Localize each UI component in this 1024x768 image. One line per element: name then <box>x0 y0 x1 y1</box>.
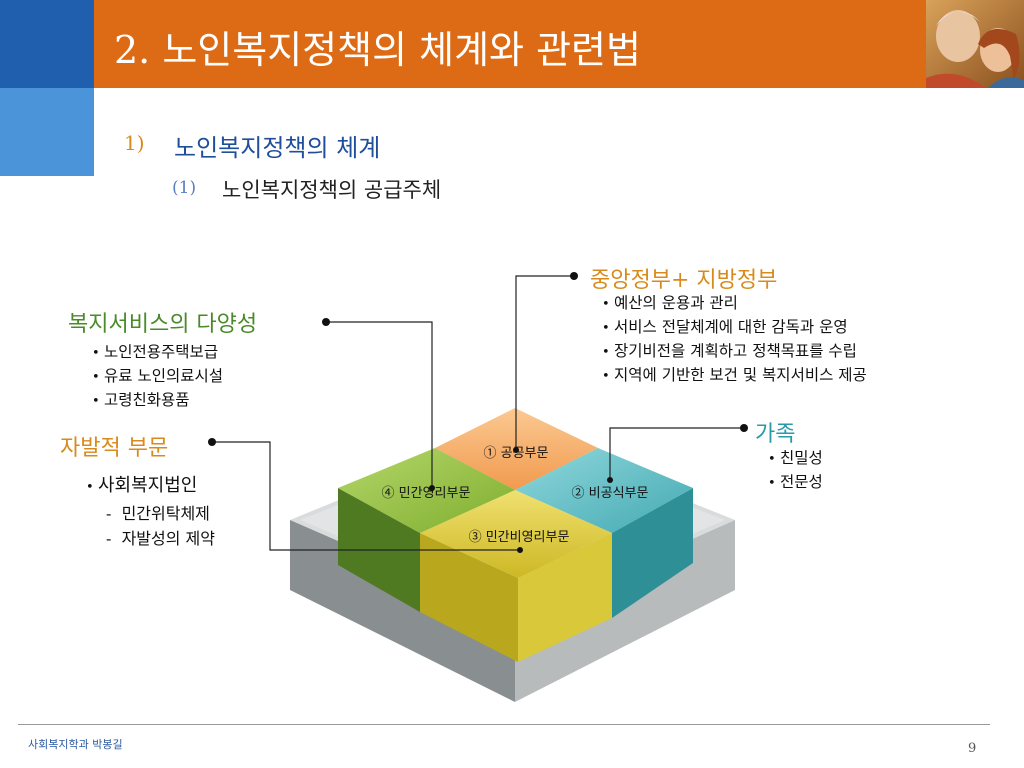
header-accent-light <box>0 88 94 176</box>
list-item: •사회복지법인 <box>86 475 198 496</box>
page-number: 9 <box>968 741 977 756</box>
list-item: •서비스 전달체계에 대한 감독과 운영 <box>602 318 848 336</box>
segment-label-forprofit: ④ 민간영리부문 <box>382 486 471 501</box>
heading2-text: 노인복지정책의 공급주체 <box>222 178 442 202</box>
list-item: •친밀성 <box>768 449 823 467</box>
elderly-couple-photo <box>926 0 1024 88</box>
diagram-segment-informal <box>515 448 693 533</box>
segment-label-nonprofit: ③ 민간비영리부문 <box>469 530 570 545</box>
footer-divider <box>18 724 990 725</box>
government-list: •예산의 운용과 관리 •서비스 전달체계에 대한 감독과 운영 •장기비전을 … <box>602 292 867 388</box>
voluntary-sector-label: 자발적 부문 <box>60 436 169 461</box>
slide-title: 2. 노인복지정책의 체계와 관련법 <box>114 28 641 72</box>
heading1-text: 노인복지정책의 체계 <box>174 134 381 162</box>
family-list: •친밀성 •전문성 <box>768 447 823 495</box>
welfare-services-list: •노인전용주택보급 •유료 노인의료시설 •고령친화용품 <box>92 341 223 413</box>
voluntary-sector-list: •사회복지법인 - 민간위탁체제 - 자발성의 제약 <box>86 473 215 551</box>
title-bar: 2. 노인복지정책의 체계와 관련법 <box>94 0 926 88</box>
list-item: •전문성 <box>768 473 823 491</box>
connector-dots <box>208 272 748 553</box>
list-item: •지역에 기반한 보건 및 복지서비스 제공 <box>602 366 867 384</box>
segment-label-informal: ② 비공식부문 <box>572 486 649 501</box>
heading2-number: (1) <box>172 178 197 198</box>
heading1-number: 1) <box>124 131 145 155</box>
connector-lines <box>212 275 744 551</box>
government-label: 중앙정부+ 지방정부 <box>590 268 778 293</box>
list-item: •노인전용주택보급 <box>92 343 219 361</box>
diagram-segment-forprofit <box>338 448 515 533</box>
diagram-segment-nonprofit <box>420 490 612 578</box>
header-accent-dark <box>0 0 94 88</box>
diagram-block-sides <box>338 488 693 662</box>
welfare-services-label: 복지서비스의 다양성 <box>68 312 258 337</box>
segment-label-public: ① 공공부문 <box>484 446 549 461</box>
list-sub-item: - 자발성의 제약 <box>106 529 215 548</box>
list-item: •고령친화용품 <box>92 391 190 409</box>
footer-author: 사회복지학과 박봉길 <box>28 738 123 751</box>
list-item: •장기비전을 계획하고 정책목표를 수립 <box>602 342 857 360</box>
list-item: •유료 노인의료시설 <box>92 367 224 385</box>
list-sub-item: - 민간위탁체제 <box>106 504 210 523</box>
list-item: •예산의 운용과 관리 <box>602 294 738 312</box>
family-label: 가족 <box>755 422 796 447</box>
